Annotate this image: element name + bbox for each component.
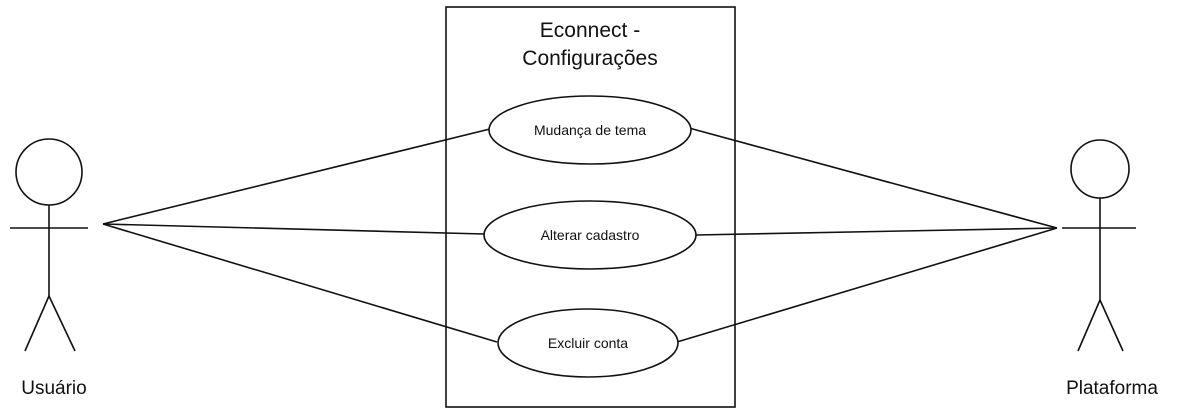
system-title-line2: Configurações: [522, 47, 657, 70]
actor-label: Usuário: [21, 378, 86, 399]
use-case-excluir-conta[interactable]: Excluir conta: [497, 308, 679, 378]
use-case-mudanca-tema[interactable]: Mudança de tema: [488, 95, 692, 165]
actor-head: [1070, 139, 1130, 199]
use-case-ellipse: [488, 95, 692, 165]
association-usuario-mudanca-tema: [102, 127, 495, 225]
system-boundary: [445, 6, 736, 408]
actor-leg-right: [48, 295, 76, 352]
actor-usuario[interactable]: Usuário: [10, 138, 88, 399]
use-case-ellipse: [483, 200, 697, 270]
actor-head: [15, 138, 83, 206]
actor-plataforma[interactable]: Plataforma: [1062, 139, 1158, 399]
system-title-line1: Econnect -: [540, 19, 640, 42]
association-usuario-excluir-conta: [102, 223, 498, 343]
actor-leg-left: [24, 295, 50, 352]
use-case-label: Excluir conta: [548, 335, 628, 351]
use-case-alterar-cadastro[interactable]: Alterar cadastro: [483, 200, 697, 270]
association-plataforma-excluir-conta: [676, 227, 1058, 343]
actor-leg-right: [1099, 299, 1124, 352]
actor-leg-left: [1077, 299, 1101, 352]
association-usuario-alterar-cadastro: [102, 223, 485, 235]
use-case-ellipse: [497, 308, 679, 378]
actor-label: Plataforma: [1066, 378, 1158, 399]
use-case-label: Mudança de tema: [534, 122, 646, 138]
association-plataforma-alterar-cadastro: [695, 227, 1058, 236]
association-plataforma-mudanca-tema: [688, 127, 1058, 229]
use-case-label: Alterar cadastro: [541, 227, 640, 243]
